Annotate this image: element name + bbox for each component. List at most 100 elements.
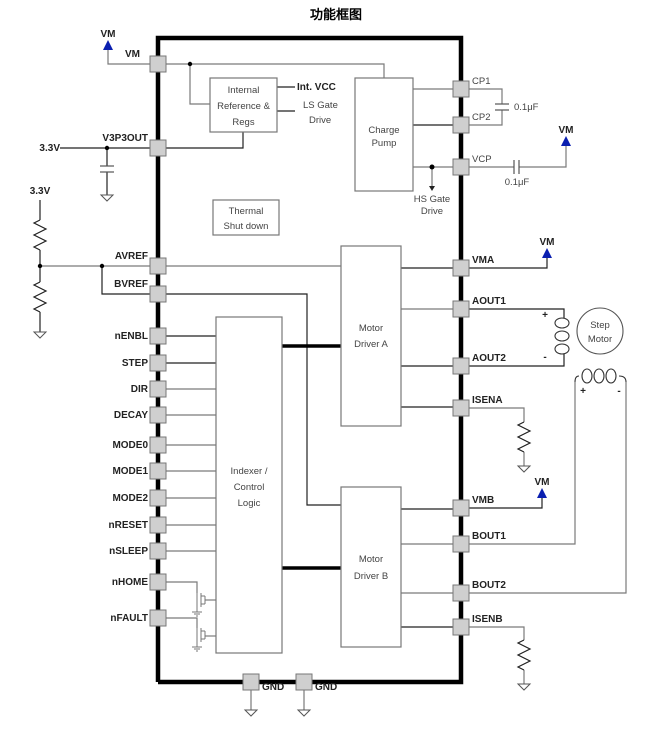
wire-aout2-coil <box>469 354 565 367</box>
pin-label: ISENA <box>472 395 503 406</box>
block-charge-pump: Charge Pump <box>354 77 414 192</box>
wire-vmb-vm <box>469 498 543 509</box>
capacitor-v3p3-icon <box>100 165 114 173</box>
step-motor-label-1: Step <box>590 320 610 331</box>
resistor-isena-icon <box>516 421 532 453</box>
pin-label: BOUT2 <box>472 580 506 591</box>
pin-avref: AVREF <box>115 251 167 275</box>
wire-bout2-coil <box>469 382 627 594</box>
pin-cp2: CP2 <box>452 112 490 134</box>
internal-ref-label-1: Internal <box>228 85 260 96</box>
thermal-label-1: Thermal <box>229 206 264 217</box>
pin-pad <box>149 462 167 480</box>
internal-ref-label-2: Reference & <box>217 101 270 112</box>
right-pins: CP1CP2VCPVMAAOUT1AOUT2ISENAVMBBOUT1BOUT2… <box>452 76 506 636</box>
pin-label: nRESET <box>109 520 148 531</box>
pin-pad <box>452 116 470 134</box>
indexer-label-1: Indexer / <box>231 466 268 477</box>
wire-nfault <box>166 617 198 628</box>
ground-gnd1-icon <box>243 709 259 717</box>
pin-isenb: ISENB <box>452 614 503 636</box>
pin-pad <box>452 259 470 277</box>
capacitor-vcp-icon <box>513 160 520 174</box>
pin-gnd-2: GND <box>295 673 337 693</box>
pin-pad <box>295 673 313 691</box>
ls-gate-label-1: LS Gate <box>303 100 338 111</box>
v3p3-label: 3.3V <box>39 143 60 154</box>
pin-label: VMB <box>472 495 494 506</box>
coil-a-plus: + <box>542 310 548 321</box>
junction-vcp <box>429 164 435 170</box>
pin-label: AVREF <box>115 251 148 262</box>
ground-isena-icon <box>516 465 532 473</box>
pin-label: STEP <box>122 358 148 369</box>
junction-vm <box>187 61 193 67</box>
pin-label: ISENB <box>472 614 503 625</box>
pin-pad <box>452 300 470 318</box>
hs-gate-arrow-icon <box>429 186 435 191</box>
pin-label: AOUT1 <box>472 296 506 307</box>
fet-nhome-icon <box>192 593 206 617</box>
pin-pad <box>149 55 167 73</box>
block-motor-driver-b: Motor Driver B <box>340 486 402 648</box>
wire-cp2-cap <box>469 110 503 126</box>
step-motor-label-2: Motor <box>588 334 612 345</box>
left-pins: VMV3P3OUTAVREFBVREFnENBLSTEPDIRDECAYMODE… <box>102 49 167 627</box>
wire-isena-res <box>469 407 525 422</box>
pin-label: BOUT1 <box>472 531 506 542</box>
pin-pad <box>149 406 167 424</box>
pin-nfault: nFAULT <box>110 609 167 627</box>
indexer-label-2: Control <box>234 482 265 493</box>
coil-b-minus: - <box>617 386 620 397</box>
pin-pad <box>452 399 470 417</box>
vcp-vm-label: VM <box>559 125 574 136</box>
junction-v3p3 <box>104 145 110 151</box>
charge-pump-label-1: Charge <box>368 125 399 136</box>
wire-vm-to-regs <box>189 64 210 105</box>
pin-bout1: BOUT1 <box>452 531 506 553</box>
thermal-label-2: Shut down <box>224 221 269 232</box>
pin-pad <box>452 618 470 636</box>
diagram-title: 功能框图 <box>310 7 362 23</box>
ground-v3p3-icon <box>99 194 115 202</box>
pin-pad <box>452 584 470 602</box>
pin-pad <box>149 436 167 454</box>
wire-vm-internal <box>166 63 385 78</box>
block-indexer: Indexer / Control Logic <box>215 316 283 654</box>
divider-supply-label: 3.3V <box>30 186 51 197</box>
wire-regs-to-v3p3 <box>166 132 244 149</box>
pin-pad <box>242 673 260 691</box>
fet-nfault-icon <box>192 628 206 652</box>
vcp-vm-arrow-icon <box>561 136 571 146</box>
pin-vma: VMA <box>452 255 494 277</box>
pin-label: CP1 <box>472 76 490 87</box>
chip-outline <box>155 35 464 685</box>
pin-bout2: BOUT2 <box>452 580 506 602</box>
pin-pad <box>149 573 167 591</box>
pin-nenbl: nENBL <box>115 327 167 345</box>
vmb-vm-arrow-icon <box>537 488 547 498</box>
pin-label: MODE2 <box>112 493 148 504</box>
junction-avref-bvref <box>99 263 105 269</box>
vma-vm-arrow-icon <box>542 248 552 258</box>
pin-label: MODE1 <box>112 466 148 477</box>
pin-vmb: VMB <box>452 495 494 517</box>
pin-pad <box>149 380 167 398</box>
wire-bvref-motor-b <box>166 293 341 506</box>
pin-label: AOUT2 <box>472 353 506 364</box>
pin-pad <box>149 609 167 627</box>
junction-divider <box>37 263 43 269</box>
vmb-vm-label: VM <box>535 477 550 488</box>
coil-a-minus: - <box>543 352 546 363</box>
block-thermal: Thermal Shut down <box>212 199 280 236</box>
int-vcc-label: Int. VCC <box>297 82 336 93</box>
internal-ref-label-3: Regs <box>232 117 254 128</box>
pin-decay: DECAY <box>114 406 167 424</box>
hs-gate-label-2: Drive <box>421 206 443 217</box>
pin-pad <box>452 80 470 98</box>
pin-pad <box>149 516 167 534</box>
resistor-divider-top-icon <box>32 219 48 251</box>
pin-label: nFAULT <box>110 613 148 624</box>
motor-coil-a-icon <box>554 317 570 355</box>
